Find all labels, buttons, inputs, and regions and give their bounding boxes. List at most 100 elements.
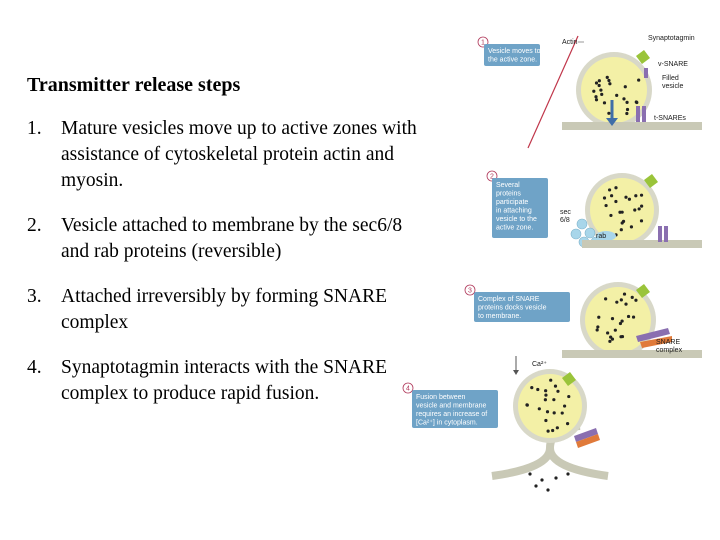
t-snare-protein bbox=[642, 106, 646, 122]
transmitter-dot bbox=[614, 186, 618, 190]
transmitter-dot bbox=[618, 321, 623, 326]
transmitter-dot bbox=[528, 472, 532, 476]
caption-text: participate bbox=[496, 199, 528, 206]
transmitter-dot bbox=[631, 315, 636, 319]
move-arrow-head bbox=[606, 118, 618, 126]
synaptotagmin-protein bbox=[562, 372, 576, 386]
caption-box bbox=[474, 292, 570, 322]
transmitter-dot bbox=[633, 208, 637, 212]
transmitter-dot bbox=[639, 219, 644, 223]
step-badge-number: 3 bbox=[468, 288, 472, 295]
transmitter-dot bbox=[615, 300, 619, 304]
transmitter-dot bbox=[549, 378, 553, 382]
transmitter-dot bbox=[637, 207, 641, 211]
transmitter-dot bbox=[625, 107, 630, 112]
step-list: 1. Mature vesicles move up to active zon… bbox=[27, 116, 427, 407]
transmitter-dot bbox=[594, 81, 599, 85]
transmitter-dot bbox=[565, 421, 570, 426]
transmitter-dot bbox=[620, 319, 624, 323]
label-sec: 6/8 bbox=[560, 217, 570, 224]
transmitter-dot bbox=[637, 78, 641, 82]
transmitter-dot bbox=[597, 79, 601, 83]
step-badge bbox=[464, 284, 476, 296]
transmitter-dot bbox=[634, 194, 638, 198]
step-badge-number: 2 bbox=[490, 174, 494, 181]
t-snare-protein bbox=[658, 226, 662, 242]
snare-complex bbox=[576, 434, 600, 448]
label-actin: Actin bbox=[562, 39, 578, 46]
step-item: 3. Attached irreversibly by forming SNAR… bbox=[27, 284, 427, 336]
caption-text: active zone. bbox=[496, 225, 533, 232]
step-number: 4. bbox=[27, 357, 42, 378]
transmitter-dot bbox=[546, 488, 550, 492]
plasma-membrane bbox=[562, 350, 702, 358]
caption-text: the active zone. bbox=[488, 57, 537, 64]
transmitter-dot bbox=[592, 89, 596, 93]
transmitter-dot bbox=[625, 111, 629, 116]
caption-box bbox=[412, 390, 498, 428]
transmitter-dot bbox=[610, 194, 614, 198]
transmitter-dot bbox=[634, 298, 638, 302]
transmitter-dot bbox=[552, 398, 556, 402]
vesicle bbox=[585, 287, 651, 353]
transmitter-dot bbox=[597, 83, 601, 88]
transmitter-dot bbox=[536, 387, 540, 392]
v-snare-protein bbox=[644, 68, 648, 78]
step-number: 1. bbox=[27, 118, 42, 139]
caption-text: [Ca²⁺] in cytoplasm. bbox=[416, 420, 478, 427]
transmitter-dot bbox=[540, 478, 544, 482]
transmitter-dot bbox=[622, 97, 626, 101]
transmitter-dot bbox=[608, 339, 612, 343]
transmitter-dot bbox=[602, 196, 607, 200]
transmitter-dot bbox=[604, 203, 608, 208]
transmitter-dot bbox=[554, 476, 558, 480]
sec-protein bbox=[576, 218, 588, 230]
caption-text: vesicle to the bbox=[496, 216, 537, 223]
transmitter-dot bbox=[534, 484, 538, 488]
label-t-snares: t-SNAREs bbox=[654, 115, 686, 122]
transmitter-dot bbox=[599, 88, 603, 92]
vesicle bbox=[581, 57, 647, 123]
caption-box bbox=[492, 178, 548, 238]
transmitter-dot bbox=[594, 98, 599, 102]
step-item: 1. Mature vesicles move up to active zon… bbox=[27, 116, 427, 194]
label-calcium: Ca²⁺ bbox=[532, 361, 547, 368]
calcium-arrow-head bbox=[513, 370, 519, 375]
slide-title: Transmitter release steps bbox=[27, 74, 241, 96]
transmitter-dot bbox=[640, 204, 644, 208]
transmitter-dot bbox=[537, 407, 541, 411]
step-text: Synaptotagmin interacts with the SNARE c… bbox=[61, 357, 388, 404]
transmitter-dot bbox=[544, 393, 548, 397]
transmitter-dot bbox=[560, 411, 564, 415]
snare-complex bbox=[574, 428, 598, 442]
snare-complex bbox=[640, 336, 672, 348]
transmitter-dot bbox=[609, 335, 613, 339]
transmitter-dot bbox=[566, 472, 570, 476]
transmitter-dot bbox=[544, 389, 548, 393]
transmitter-dot bbox=[552, 411, 556, 415]
label-sec: sec bbox=[560, 209, 571, 216]
transmitter-dot bbox=[622, 292, 627, 296]
caption-text: Several bbox=[496, 182, 520, 189]
transmitter-dot bbox=[602, 101, 607, 105]
transmitter-dot bbox=[543, 398, 547, 402]
transmitter-dot bbox=[604, 297, 608, 301]
step-text: Vesicle attached to membrane by the sec6… bbox=[61, 215, 403, 262]
transmitter-dot bbox=[562, 404, 567, 408]
transmitter-dot bbox=[624, 195, 628, 199]
transmitter-dot bbox=[567, 394, 571, 399]
label-synaptotagmin: Synaptotagmin bbox=[648, 35, 695, 42]
transmitter-dot bbox=[629, 225, 634, 229]
transmitter-dot bbox=[625, 100, 629, 104]
synaptotagmin-protein bbox=[636, 50, 650, 64]
t-snare-protein bbox=[664, 226, 668, 242]
transmitter-dot bbox=[607, 111, 611, 115]
actin-filament bbox=[527, 35, 579, 149]
transmitter-dot bbox=[545, 410, 550, 414]
transmitter-dot bbox=[614, 199, 618, 204]
transmitter-dot bbox=[630, 295, 634, 299]
synaptotagmin-protein bbox=[644, 174, 658, 188]
transmitter-dot bbox=[613, 328, 617, 332]
step-text: Mature vesicles move up to active zones … bbox=[61, 118, 417, 191]
